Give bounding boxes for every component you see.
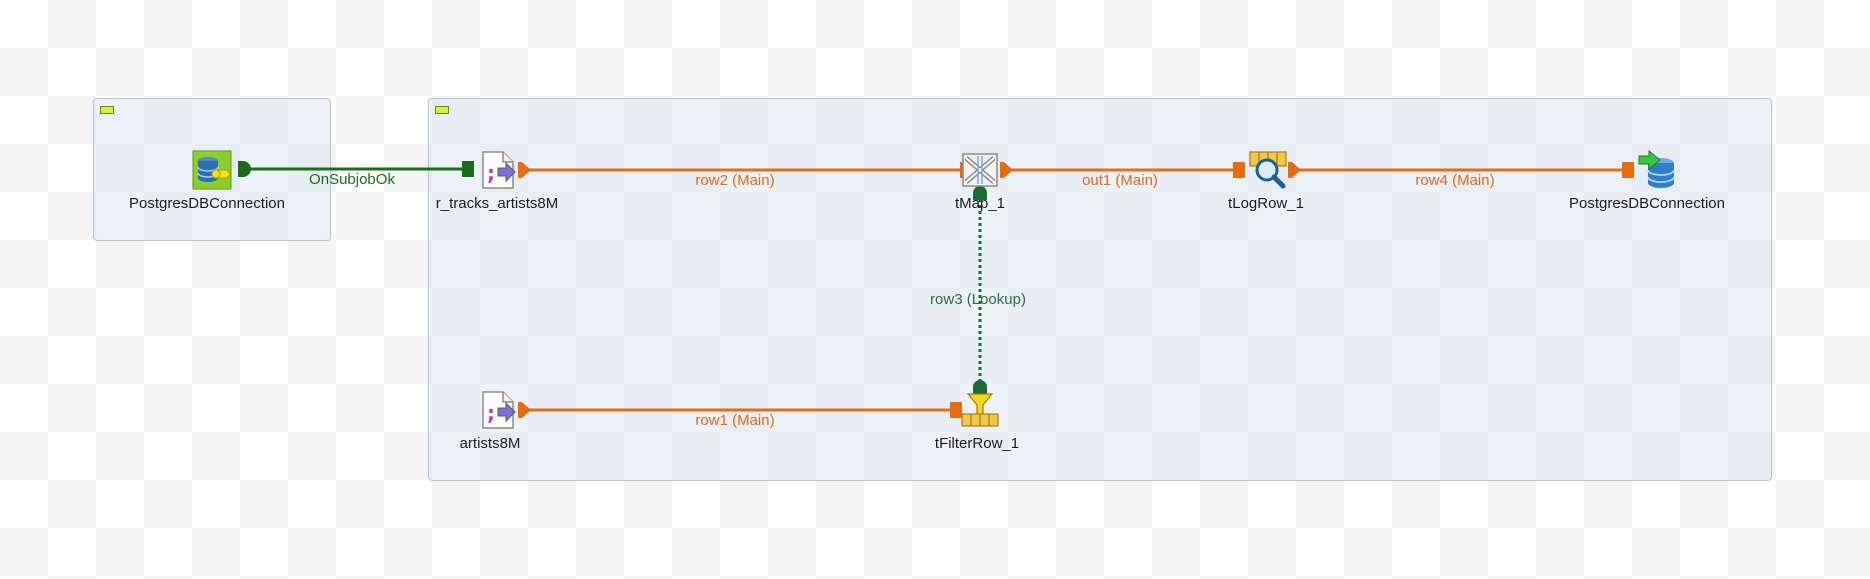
- tfilterrow-component[interactable]: [960, 390, 1000, 430]
- collapse-subjob-button[interactable]: [435, 106, 449, 114]
- out1-label: out1 (Main): [1082, 172, 1158, 189]
- out1-connection[interactable]: [1000, 162, 1245, 178]
- tlogrow-icon: [1248, 150, 1288, 190]
- tlogrow-label: tLogRow_1: [1228, 195, 1304, 212]
- tfilterrow-icon: [960, 390, 1000, 430]
- file-input-icon: ;: [478, 390, 518, 430]
- tlogrow-component[interactable]: [1248, 150, 1288, 190]
- subjob-main[interactable]: [428, 98, 1772, 481]
- row2-label: row2 (Main): [695, 172, 775, 189]
- postgres-output-component[interactable]: [1637, 150, 1677, 190]
- tmap-icon: [960, 150, 1000, 190]
- input-artists-label: artists8M: [459, 435, 521, 452]
- row4-connection[interactable]: [1288, 162, 1634, 178]
- input-tracks-label: r_tracks_artists8M: [435, 195, 559, 212]
- svg-text:;: ;: [487, 161, 495, 185]
- postgres-connection-icon: [192, 150, 232, 190]
- input-artists-component[interactable]: ;: [478, 390, 518, 430]
- tmap-component[interactable]: [960, 150, 1000, 190]
- row1-label: row1 (Main): [695, 412, 775, 429]
- file-input-icon: ;: [478, 150, 518, 190]
- row4-label: row4 (Main): [1415, 172, 1495, 189]
- postgres-output-label: PostgresDBConnection: [1569, 195, 1725, 212]
- input-tracks-component[interactable]: ;: [478, 150, 518, 190]
- row1-connection[interactable]: [518, 402, 962, 418]
- postgres-output-icon: [1637, 150, 1677, 190]
- svg-text:;: ;: [487, 401, 495, 425]
- row3-label: row3 (Lookup): [930, 291, 1026, 308]
- postgres-connection-label: PostgresDBConnection: [129, 195, 285, 212]
- tmap-label: tMap_1: [954, 195, 1006, 212]
- tfilterrow-label: tFilterRow_1: [934, 435, 1020, 452]
- row3-connection[interactable]: [973, 186, 987, 394]
- onsubjobok-label: OnSubjobOk: [309, 171, 395, 188]
- postgres-connection-component[interactable]: [192, 150, 232, 190]
- collapse-subjob-button[interactable]: [100, 106, 114, 114]
- onsubjobok-connection[interactable]: [238, 161, 474, 177]
